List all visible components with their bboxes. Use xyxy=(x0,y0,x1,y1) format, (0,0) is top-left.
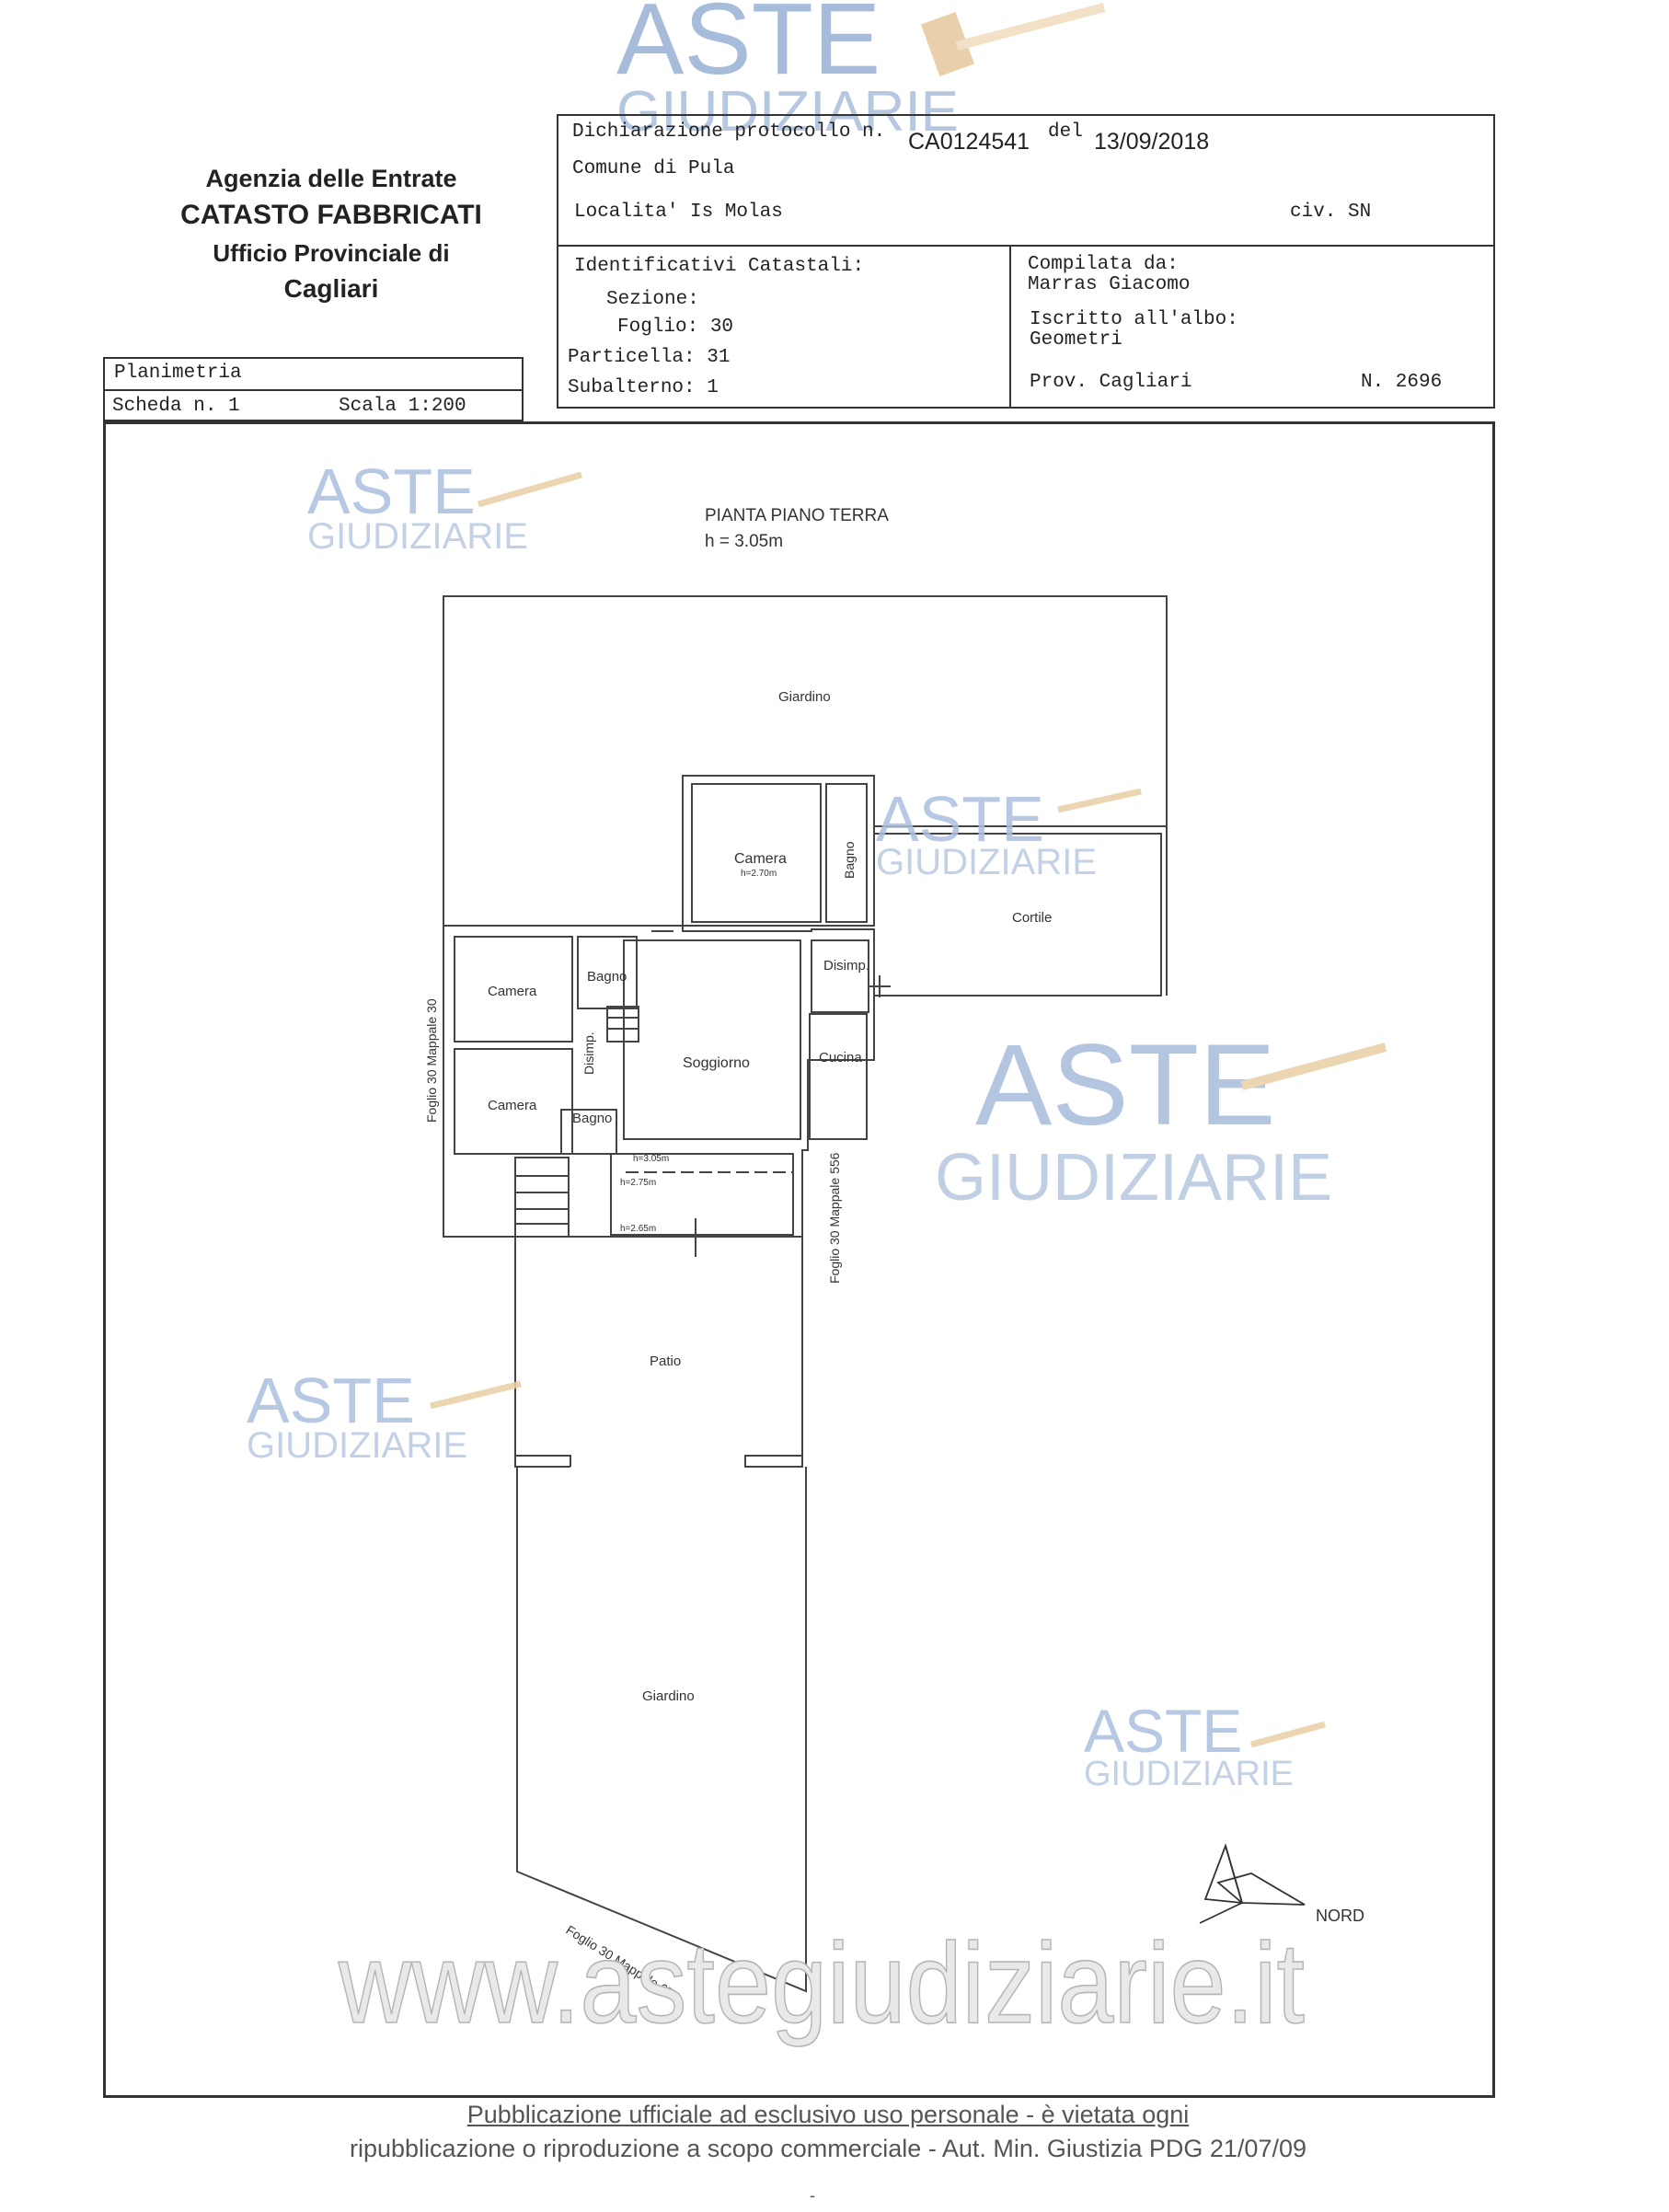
watermark-logo-5: ASTE GIUDIZIARIE xyxy=(1084,1697,1326,1793)
city-name: Cagliari xyxy=(283,274,379,303)
watermark-logo-3: ASTE GIUDIZIARIE xyxy=(935,1021,1387,1215)
svg-text:ASTE: ASTE xyxy=(307,455,476,527)
plan-frame xyxy=(103,421,1495,2098)
footer-dash: - xyxy=(810,2186,815,2205)
identificativi-title: Identificativi Catastali: xyxy=(574,256,865,277)
prov-label: Prov. Cagliari xyxy=(1030,372,1192,393)
planimetria-box: Planimetria Scheda n. 1 Scala 1:200 xyxy=(103,357,524,421)
room-bagno-top: Bagno xyxy=(842,841,857,879)
foglio-label: Foglio: 30 xyxy=(617,317,734,338)
localita-label: Localita' Is Molas xyxy=(574,202,783,223)
room-cortile: Cortile xyxy=(1012,910,1052,926)
nord-label: NORD xyxy=(1316,1907,1364,1925)
particella-label: Particella: 31 xyxy=(568,347,731,368)
protocol-number: CA0124541 xyxy=(908,129,1030,155)
catasto-title: CATASTO FABBRICATI xyxy=(180,200,482,230)
camera-top-walls xyxy=(682,775,875,927)
height-305: h=3.05m xyxy=(633,1154,669,1164)
svg-text:GIUDIZIARIE: GIUDIZIARIE xyxy=(1084,1755,1294,1793)
watermark-site: www.astegiudiziarie.it xyxy=(338,1920,1305,2047)
scheda-label: Scheda n. 1 xyxy=(112,396,240,417)
watermark-logo-2: ASTE GIUDIZIARIE xyxy=(876,783,1142,882)
civ-label: civ. SN xyxy=(1290,202,1372,223)
height-275: h=2.75m xyxy=(620,1178,656,1188)
sezione-label: Sezione: xyxy=(606,289,699,310)
height-265: h=2.65m xyxy=(620,1224,656,1234)
comune-label: Comune di Pula xyxy=(572,158,735,179)
giardino-top-outline xyxy=(443,595,1168,996)
declaration-box: Dichiarazione protocollo n. CA0124541 de… xyxy=(557,114,1495,409)
watermark-giudiziarie: GIUDIZIARIE xyxy=(616,80,959,144)
numero-label: N. 2696 xyxy=(1361,372,1443,393)
scala-label: Scala 1:200 xyxy=(339,396,466,417)
patio-outline xyxy=(514,1237,571,1467)
footer-line1: Pubblicazione ufficiale ad esclusivo uso… xyxy=(466,2101,1190,2128)
room-bagno-left1: Bagno xyxy=(587,969,627,985)
watermark-logo-1: ASTE GIUDIZIARIE xyxy=(307,455,582,557)
albo-label: Geometri xyxy=(1030,329,1122,351)
room-bagno-left2: Bagno xyxy=(572,1111,612,1126)
boundary-left: Foglio 30 Mappale 30 xyxy=(424,998,439,1123)
svg-text:ASTE: ASTE xyxy=(975,1021,1275,1149)
room-camera-left1: Camera xyxy=(488,984,537,999)
office-header: Agenzia delle Entrate CATASTO FABBRICATI… xyxy=(138,162,524,307)
plan-height: h = 3.05m xyxy=(705,532,783,551)
boundary-right: Foglio 30 Mappale 556 xyxy=(827,1152,842,1284)
compilata-name: Marras Giacomo xyxy=(1028,274,1191,295)
compass-icon xyxy=(1199,1843,1306,1924)
declaration-date: 13/09/2018 xyxy=(1094,129,1210,155)
svg-text:ASTE: ASTE xyxy=(1084,1697,1242,1765)
del-label: del xyxy=(1048,121,1083,143)
watermark-aste: ASTE xyxy=(616,0,881,96)
watermark-logo-4: ASTE GIUDIZIARIE xyxy=(247,1365,522,1466)
protocol-label: Dichiarazione protocollo n. xyxy=(572,121,886,143)
ufficio-label: Ufficio Provinciale di xyxy=(213,239,450,267)
plan-title: PIANTA PIANO TERRA xyxy=(705,506,889,525)
footer-line2: ripubblicazione o riproduzione a scopo c… xyxy=(349,2135,1306,2162)
room-camera-left2: Camera xyxy=(488,1098,537,1113)
agency-name: Agenzia delle Entrate xyxy=(205,165,457,192)
svg-text:GIUDIZIARIE: GIUDIZIARIE xyxy=(935,1141,1332,1215)
room-cucina: Cucina xyxy=(819,1050,862,1066)
room-giardino-bottom: Giardino xyxy=(642,1688,695,1704)
room-camera-top-height: h=2.70m xyxy=(741,869,777,879)
room-soggiorno: Soggiorno xyxy=(683,1055,750,1071)
room-patio: Patio xyxy=(650,1354,681,1369)
iscritto-label: Iscritto all'albo: xyxy=(1030,309,1238,330)
svg-text:GIUDIZIARIE: GIUDIZIARIE xyxy=(876,842,1097,882)
room-camera-top: Camera xyxy=(734,851,787,867)
room-disimp-right: Disimp. xyxy=(823,958,869,974)
compilata-title: Compilata da: xyxy=(1028,254,1179,275)
svg-text:GIUDIZIARIE: GIUDIZIARIE xyxy=(247,1425,467,1466)
svg-text:ASTE: ASTE xyxy=(876,783,1044,855)
subalterno-label: Subalterno: 1 xyxy=(568,377,719,398)
watermark-logo-top: ASTE GIUDIZIARIE xyxy=(616,0,1106,144)
planimetria-title: Planimetria xyxy=(114,363,242,384)
giardino-bottom-outline xyxy=(516,1467,807,1993)
room-disimp-left: Disimp. xyxy=(581,1031,596,1075)
svg-text:GIUDIZIARIE: GIUDIZIARIE xyxy=(307,516,528,557)
room-giardino-top: Giardino xyxy=(778,689,831,705)
svg-text:ASTE: ASTE xyxy=(247,1365,415,1436)
gavel-icon xyxy=(920,3,1106,77)
